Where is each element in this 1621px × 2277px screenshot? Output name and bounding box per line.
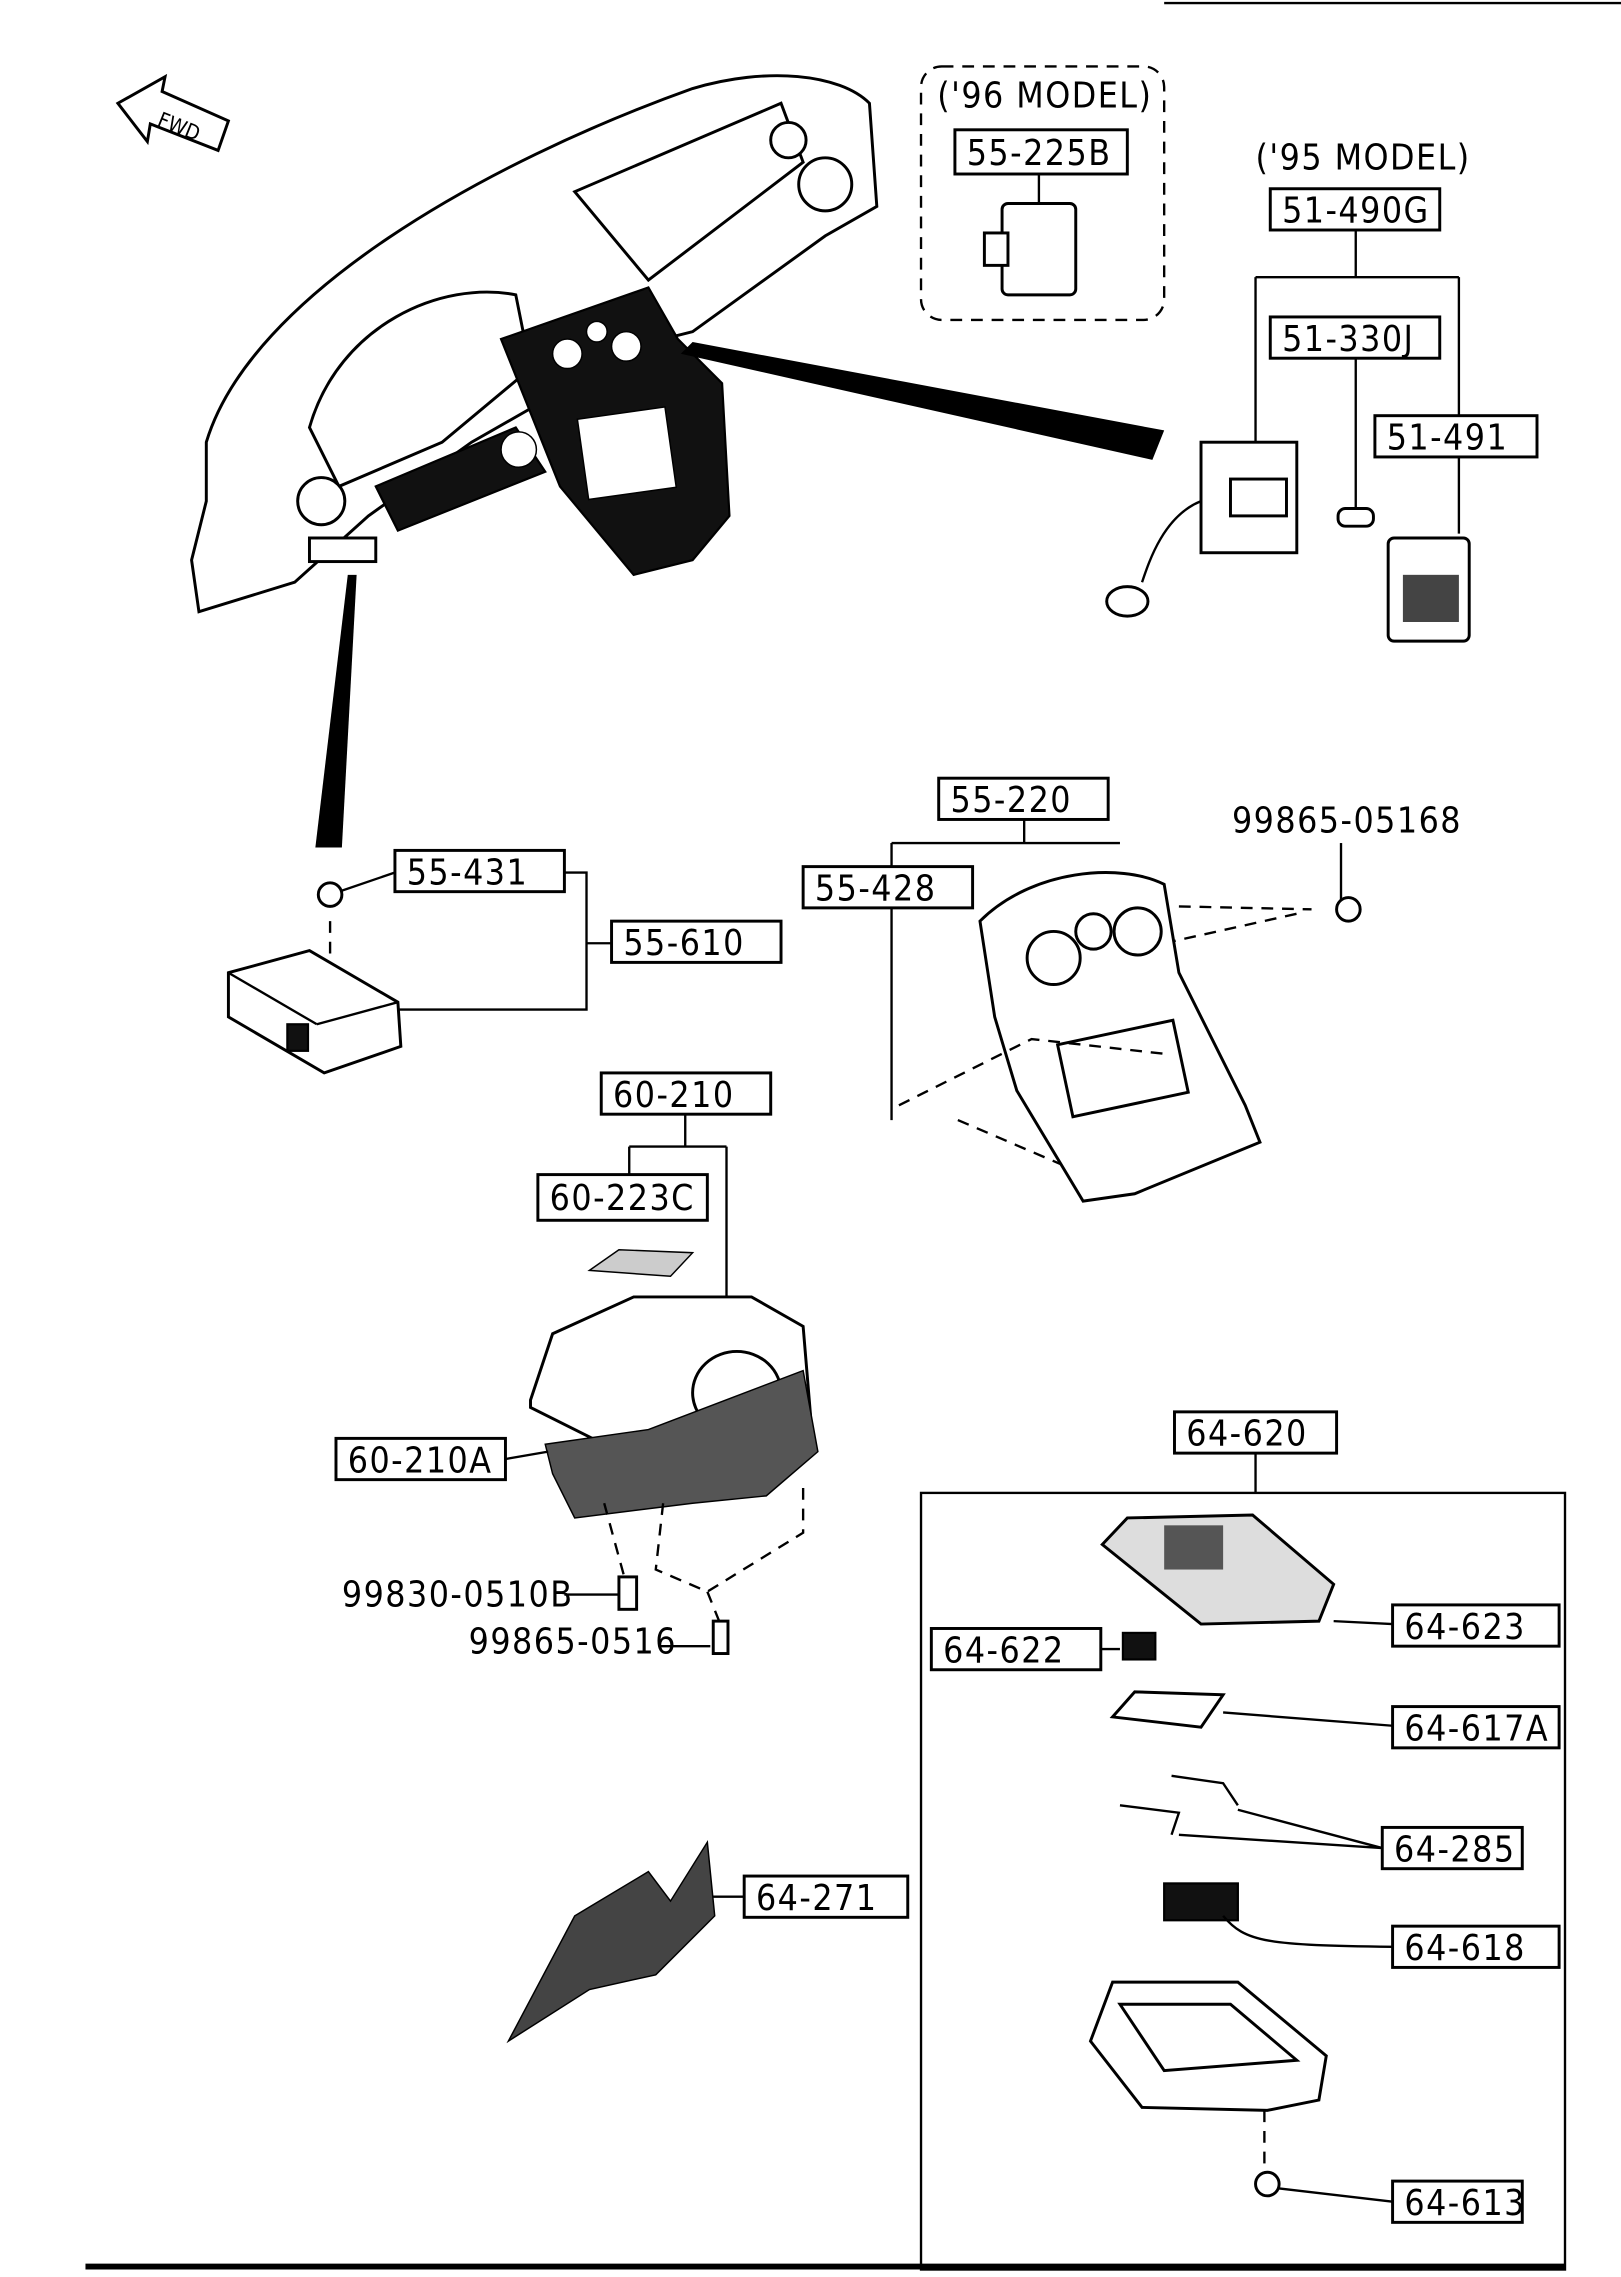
screw-99865-05168 [1335,896,1362,923]
part-label-64-622[interactable]: 64-622 [929,1627,1103,1671]
svg-text:60-210: 60-210 [613,1075,735,1116]
svg-text:64-617A: 64-617A [1404,1708,1549,1749]
part-label-99865-05168[interactable]: 99865-05168 [1232,801,1462,842]
trim-panel-64-271 [506,1839,716,2044]
part-label-55-428[interactable]: 55-428 [801,865,975,910]
part-label-60-210[interactable]: 60-210 [599,1071,773,1116]
svg-text:64-620: 64-620 [1186,1414,1308,1455]
latch-64-622 [1121,1631,1157,1661]
part-label-64-613[interactable]: 64-613 [1391,2179,1526,2224]
part-label-60-210A[interactable]: 60-210A [334,1436,507,1481]
part-label-64-271[interactable]: 64-271 [742,1874,910,1919]
column-cover-60-210 [529,1295,819,1519]
part-label-64-623[interactable]: 64-623 [1391,1603,1561,1648]
svg-text:60-210A: 60-210A [348,1440,493,1481]
group-64-620-box [919,1491,1567,2271]
part-label-64-620[interactable]: 64-620 [1173,1410,1339,1455]
part-label-51-490G[interactable]: 51-490G [1268,187,1442,232]
model-96-label: ('96 MODEL) [937,76,1152,117]
svg-text:64-271: 64-271 [756,1878,878,1919]
screw-99830-0510B [617,1575,639,1611]
part-label-99830-0510B[interactable]: 99830-0510B [342,1574,574,1615]
leader-wedge-center [680,341,1165,460]
part-label-64-618[interactable]: 64-618 [1391,1924,1561,1969]
clip-55-431 [316,881,344,908]
svg-text:51-491: 51-491 [1387,418,1509,459]
svg-text:60-223C: 60-223C [550,1178,695,1219]
springs-64-285 [1119,1774,1239,1836]
tray-64-620 [1088,1980,1328,2112]
part-label-55-610[interactable]: 55-610 [610,919,783,964]
svg-text:55-431: 55-431 [407,852,529,893]
clock-face-plate [1386,536,1471,643]
plate-64-617A [1109,1690,1226,1729]
bulb [1336,507,1375,528]
part-label-64-285[interactable]: 64-285 [1380,1825,1524,1870]
svg-text:64-285: 64-285 [1394,1829,1516,1870]
center-panel [898,871,1262,1203]
svg-text:64-618: 64-618 [1404,1928,1526,1969]
part-label-55-225B[interactable]: 55-225B [953,128,1129,176]
part-label-60-223C[interactable]: 60-223C [536,1173,709,1222]
model-95-label: ('95 MODEL) [1256,138,1471,179]
svg-text:64-623: 64-623 [1404,1607,1526,1648]
model-96-group [919,65,1166,322]
part-label-55-220[interactable]: 55-220 [937,776,1110,821]
part-label-51-330J[interactable]: 51-330J [1268,315,1442,360]
part-label-55-431[interactable]: 55-431 [393,848,566,893]
svg-text:64-613: 64-613 [1404,2183,1526,2224]
lid-64-623 [1100,1513,1336,1626]
part-label-99865-0516[interactable]: 99865-0516 [469,1622,677,1663]
switch-module-55-610 [226,949,403,1075]
svg-text:64-622: 64-622 [943,1630,1065,1671]
fwd-arrow-icon: FWD [115,73,231,153]
dashboard-illustration [190,74,879,614]
svg-text:55-610: 55-610 [623,923,744,964]
svg-text:55-428: 55-428 [815,869,937,910]
svg-text:55-225B: 55-225B [967,133,1112,174]
svg-text:51-490G: 51-490G [1282,191,1430,232]
screw-64-613 [1254,2170,1281,2198]
latch-64-618 [1163,1882,1239,1922]
part-55-225B-cover [1000,202,1078,297]
svg-text:55-220: 55-220 [950,780,1072,821]
part-label-51-491[interactable]: 51-491 [1373,414,1539,459]
svg-text:51-330J: 51-330J [1282,319,1414,360]
screw-99865-0516 [711,1619,730,1656]
label-plate-60-223C [587,1249,695,1278]
clock-module [1105,440,1299,618]
part-label-64-617A[interactable]: 64-617A [1391,1705,1561,1750]
leader-wedge-left [315,574,357,848]
